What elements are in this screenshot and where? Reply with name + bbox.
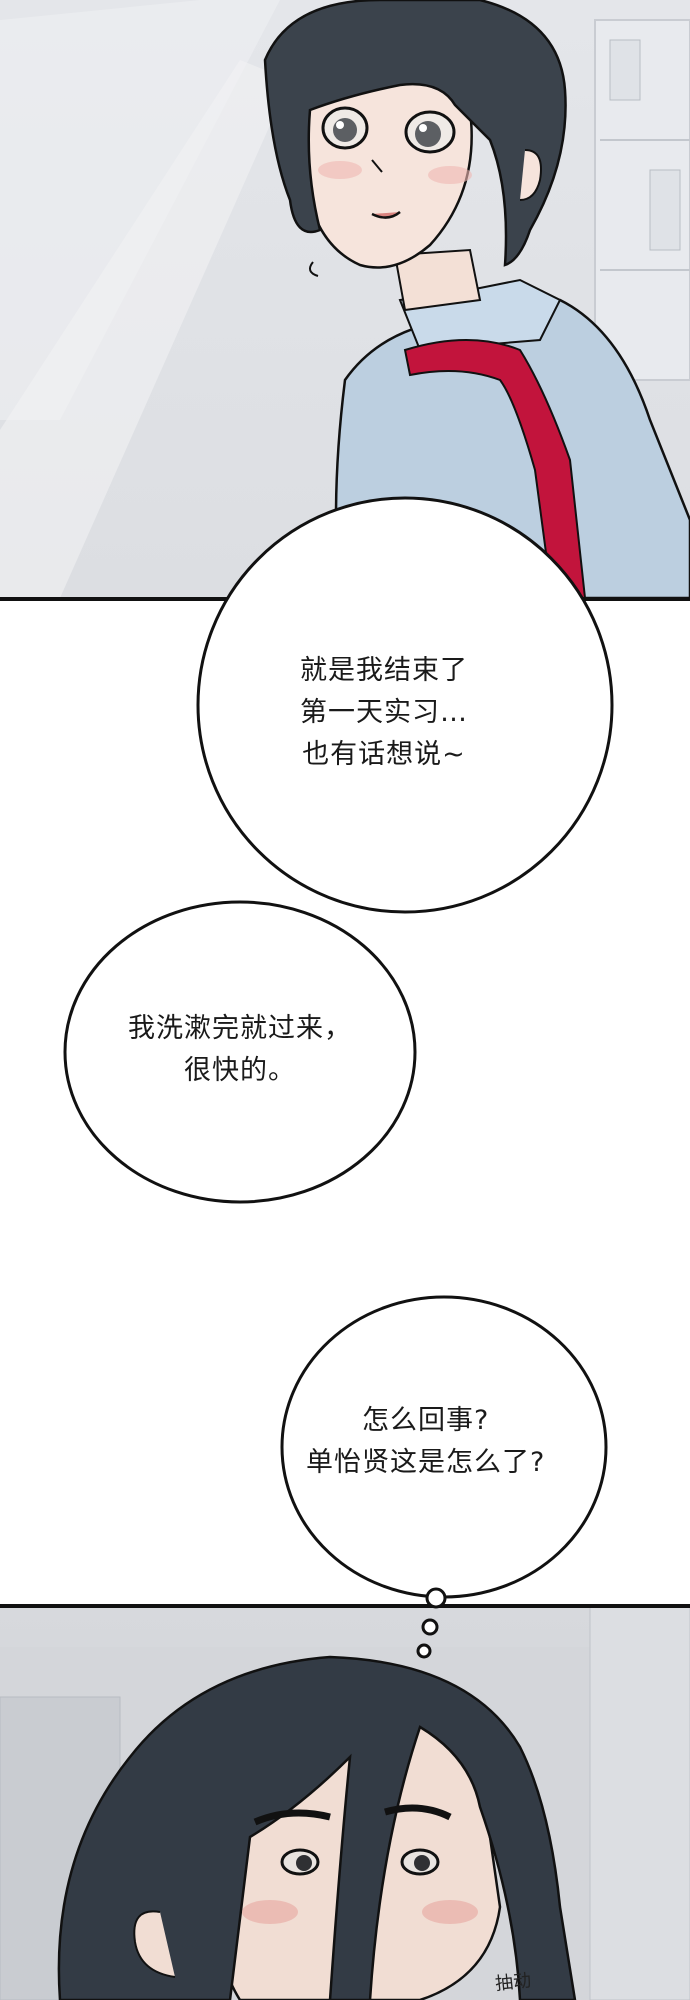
sound-effect-text: 抽动 — [494, 1970, 533, 1995]
bottom-panel-illustration — [0, 1607, 690, 2000]
speech-bubble-1-text: 就是我结束了 第一天实习… 也有话想说~ — [300, 650, 468, 776]
girl-illustration — [0, 0, 690, 598]
bubble-2-line-1: 我洗漱完就过来， — [128, 1013, 352, 1044]
bubble-1-line-3: 也有话想说~ — [302, 739, 466, 770]
thought-bubble-3-text: 怎么回事? 单怡贤这是怎么了? — [306, 1400, 545, 1484]
speech-bubble-2-text: 我洗漱完就过来， 很快的。 — [128, 1008, 352, 1092]
bubble-2-line-2: 很快的。 — [184, 1055, 296, 1086]
man-illustration — [0, 1607, 690, 2000]
bubble-1-line-2: 第一天实习… — [300, 697, 468, 728]
bubble-3-line-2: 单怡贤这是怎么了? — [306, 1447, 546, 1478]
bubble-1-line-1: 就是我结束了 — [300, 655, 468, 686]
panel-divider-bottom — [0, 1604, 690, 1608]
bubble-3-line-1: 怎么回事? — [362, 1405, 490, 1436]
panel-divider-top — [0, 597, 690, 601]
top-panel-illustration — [0, 0, 690, 598]
